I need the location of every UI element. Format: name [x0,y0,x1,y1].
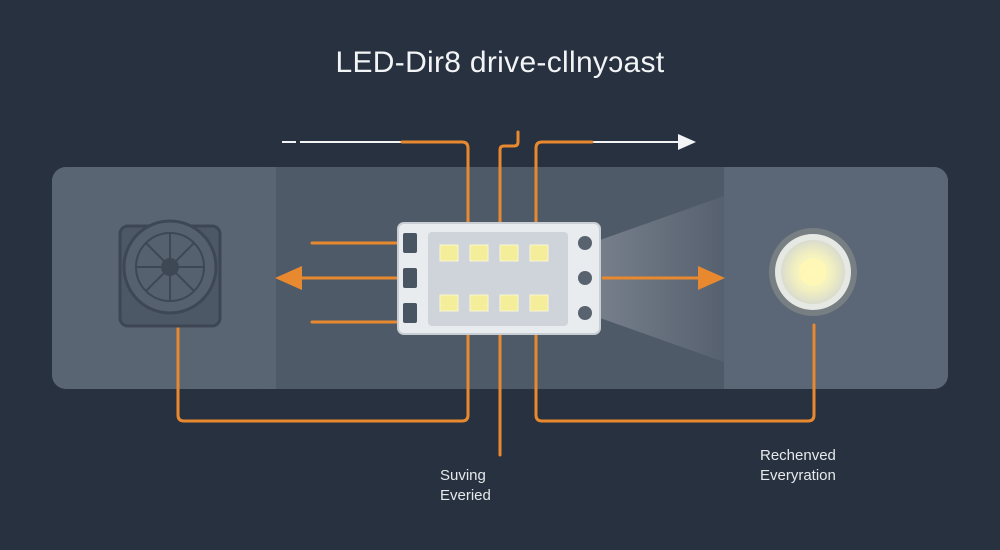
led-chip-icon [397,222,601,335]
caption-right-line-1: Rechenved [760,447,836,464]
caption-left-line-1: Suving [440,467,486,484]
wire-bottom-right-loop [534,323,816,423]
caption-left-line-2: Everied [440,487,491,504]
caption-right: Rechenved Everyration [760,446,890,486]
caption-right-line-2: Everyration [760,467,836,484]
wire-top-left [400,140,470,226]
diagram-title: LED-Dir8 drive-cllnyɔast [335,46,665,79]
light-bulb-icon [769,228,857,316]
wire-top-right [534,140,594,226]
wiring [176,130,816,457]
led-cells [439,244,549,312]
wire-bottom-left-loop [176,320,470,423]
caption-left: Suving Everied [440,466,530,506]
wire-top-center [498,130,520,226]
fan-icon [118,219,222,328]
